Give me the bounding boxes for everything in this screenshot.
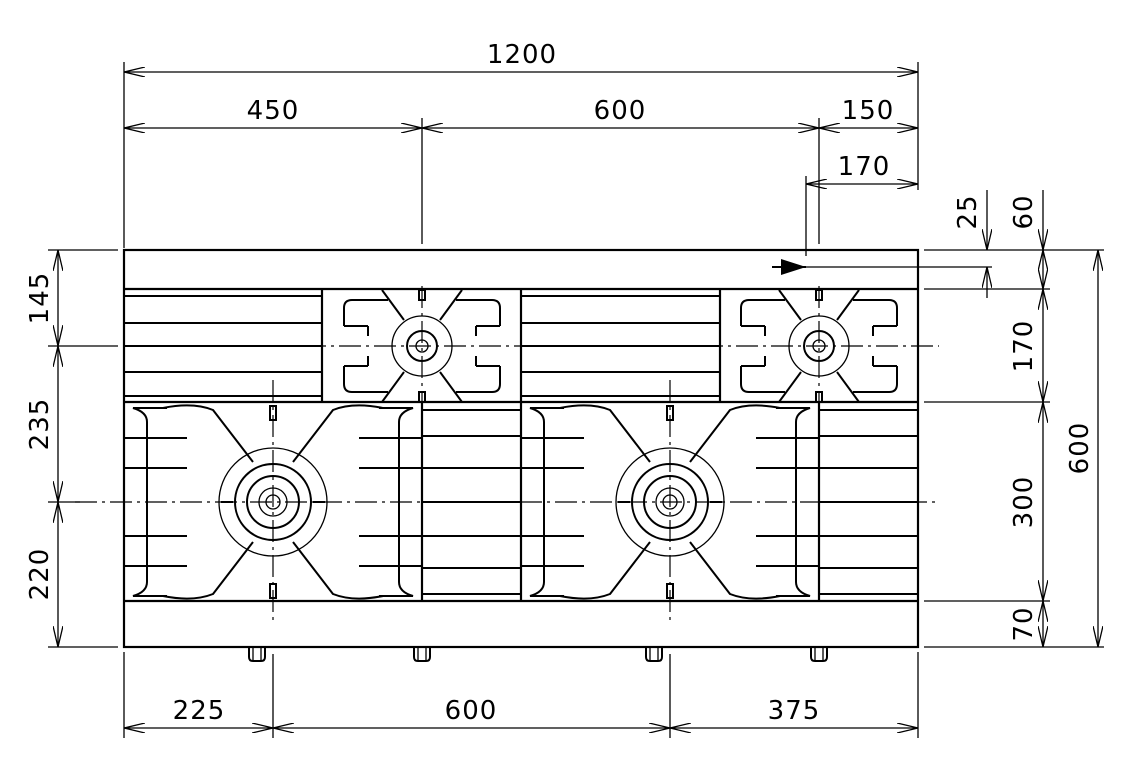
dim-label: 450 (247, 96, 300, 126)
dim-label: 235 (25, 398, 55, 451)
dim-overall-width: 1200 (124, 40, 918, 72)
dim-overall-depth: 600 (1065, 250, 1098, 647)
bottom-dimensions: 225 600 375 (123, 652, 919, 738)
knob (248, 647, 266, 662)
dim-label: 60 (1009, 194, 1039, 229)
griddle-bars-front-middle (422, 409, 521, 595)
dim-225: 225 (124, 696, 273, 728)
dim-label: 1200 (487, 40, 557, 70)
dim-label: 170 (838, 152, 891, 182)
griddle-bars-back-middle (521, 295, 720, 397)
small-burner-back-right (701, 286, 939, 406)
dim-label: 375 (768, 696, 821, 726)
outer-frame (122, 248, 920, 649)
dim-145: 145 (25, 250, 58, 346)
dim-450: 450 (124, 96, 422, 128)
dim-170-right: 170 (1009, 289, 1043, 402)
knob (810, 647, 828, 662)
dim-label: 70 (1009, 606, 1039, 641)
burner-grate (522, 404, 818, 600)
small-burner-back-center (304, 286, 540, 406)
dim-375: 375 (670, 696, 918, 728)
dim-label: 170 (1009, 320, 1039, 373)
dim-label: 150 (842, 96, 895, 126)
top-dimensions: 1200 450 600 150 170 (123, 40, 919, 256)
dim-label: 220 (25, 548, 55, 601)
dim-600-bottom: 600 (273, 696, 670, 728)
knob (645, 647, 663, 662)
dim-70: 70 (1009, 601, 1043, 647)
dim-label: 25 (953, 194, 983, 229)
dim-label: 300 (1009, 476, 1039, 529)
dim-235: 235 (25, 346, 58, 502)
dim-300: 300 (1009, 402, 1043, 601)
large-burner-front-center (520, 380, 938, 624)
right-dimensions: 25 60 170 300 70 600 (772, 190, 1104, 648)
left-dimensions: 145 235 220 (25, 249, 118, 648)
dim-150: 150 (819, 96, 918, 128)
griddle-bars-back-left (124, 295, 322, 397)
knob (413, 647, 431, 662)
dim-220: 220 (25, 502, 58, 647)
control-knobs (248, 647, 828, 662)
griddle-bars-front-right (819, 409, 918, 595)
dim-label: 600 (594, 96, 647, 126)
dim-label: 145 (25, 272, 55, 325)
dim-25: 25 (953, 190, 987, 298)
dim-600-top: 600 (422, 96, 819, 128)
dim-label: 600 (1065, 422, 1095, 475)
dim-170-top: 170 (806, 152, 918, 184)
dim-60: 60 (1009, 190, 1043, 289)
dim-label: 225 (173, 696, 226, 726)
burner-grate (740, 289, 898, 403)
dim-label: 600 (445, 696, 498, 726)
large-burner-front-left (75, 380, 471, 624)
